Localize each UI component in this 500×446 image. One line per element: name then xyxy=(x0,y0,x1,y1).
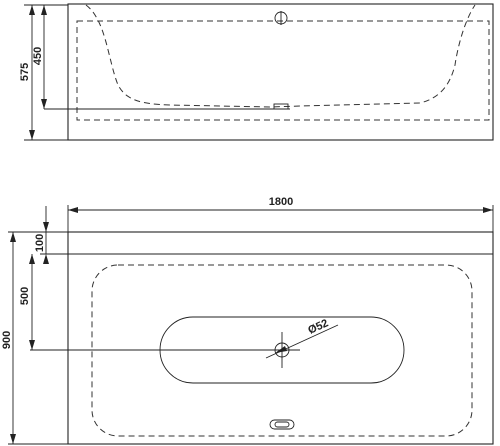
dim-450-arrow-top xyxy=(41,5,47,15)
dim-575-arrow-bottom xyxy=(29,130,35,140)
dim-500-arrow-top xyxy=(29,254,35,264)
dim-100-arrow-bottom xyxy=(43,254,49,264)
top-view-overflow-icon xyxy=(269,419,295,430)
dim-diameter-arrow xyxy=(275,346,287,353)
dim-900-arrow-bottom xyxy=(10,434,16,444)
top-view-basin xyxy=(91,264,473,437)
dim-500-arrow-bottom xyxy=(29,340,35,350)
dim-1800-arrow-left xyxy=(68,207,78,213)
dim-500-label: 500 xyxy=(19,287,31,305)
dim-1800-arrow-right xyxy=(483,207,493,213)
side-view-inner-rim xyxy=(76,20,490,121)
side-view: 575 450 xyxy=(19,3,494,141)
top-view: Ø52 1800 100 500 900 xyxy=(1,196,494,445)
dim-100-label: 100 xyxy=(34,234,46,252)
dim-450-arrow-bottom xyxy=(41,99,47,109)
side-view-outline xyxy=(67,3,494,141)
dim-900-arrow-top xyxy=(10,232,16,242)
dim-100-arrow-top xyxy=(43,222,49,232)
top-view-outline xyxy=(67,231,494,445)
dim-575-arrow-top xyxy=(29,5,35,15)
dim-900-label: 900 xyxy=(1,331,13,349)
dim-450-label: 450 xyxy=(32,47,44,65)
top-view-overflow-inner xyxy=(274,421,290,428)
dim-575-label: 575 xyxy=(19,63,31,81)
dim-diameter-leader xyxy=(265,324,339,359)
dim-1800-label: 1800 xyxy=(269,196,293,208)
side-view-basin-profile xyxy=(85,4,476,108)
